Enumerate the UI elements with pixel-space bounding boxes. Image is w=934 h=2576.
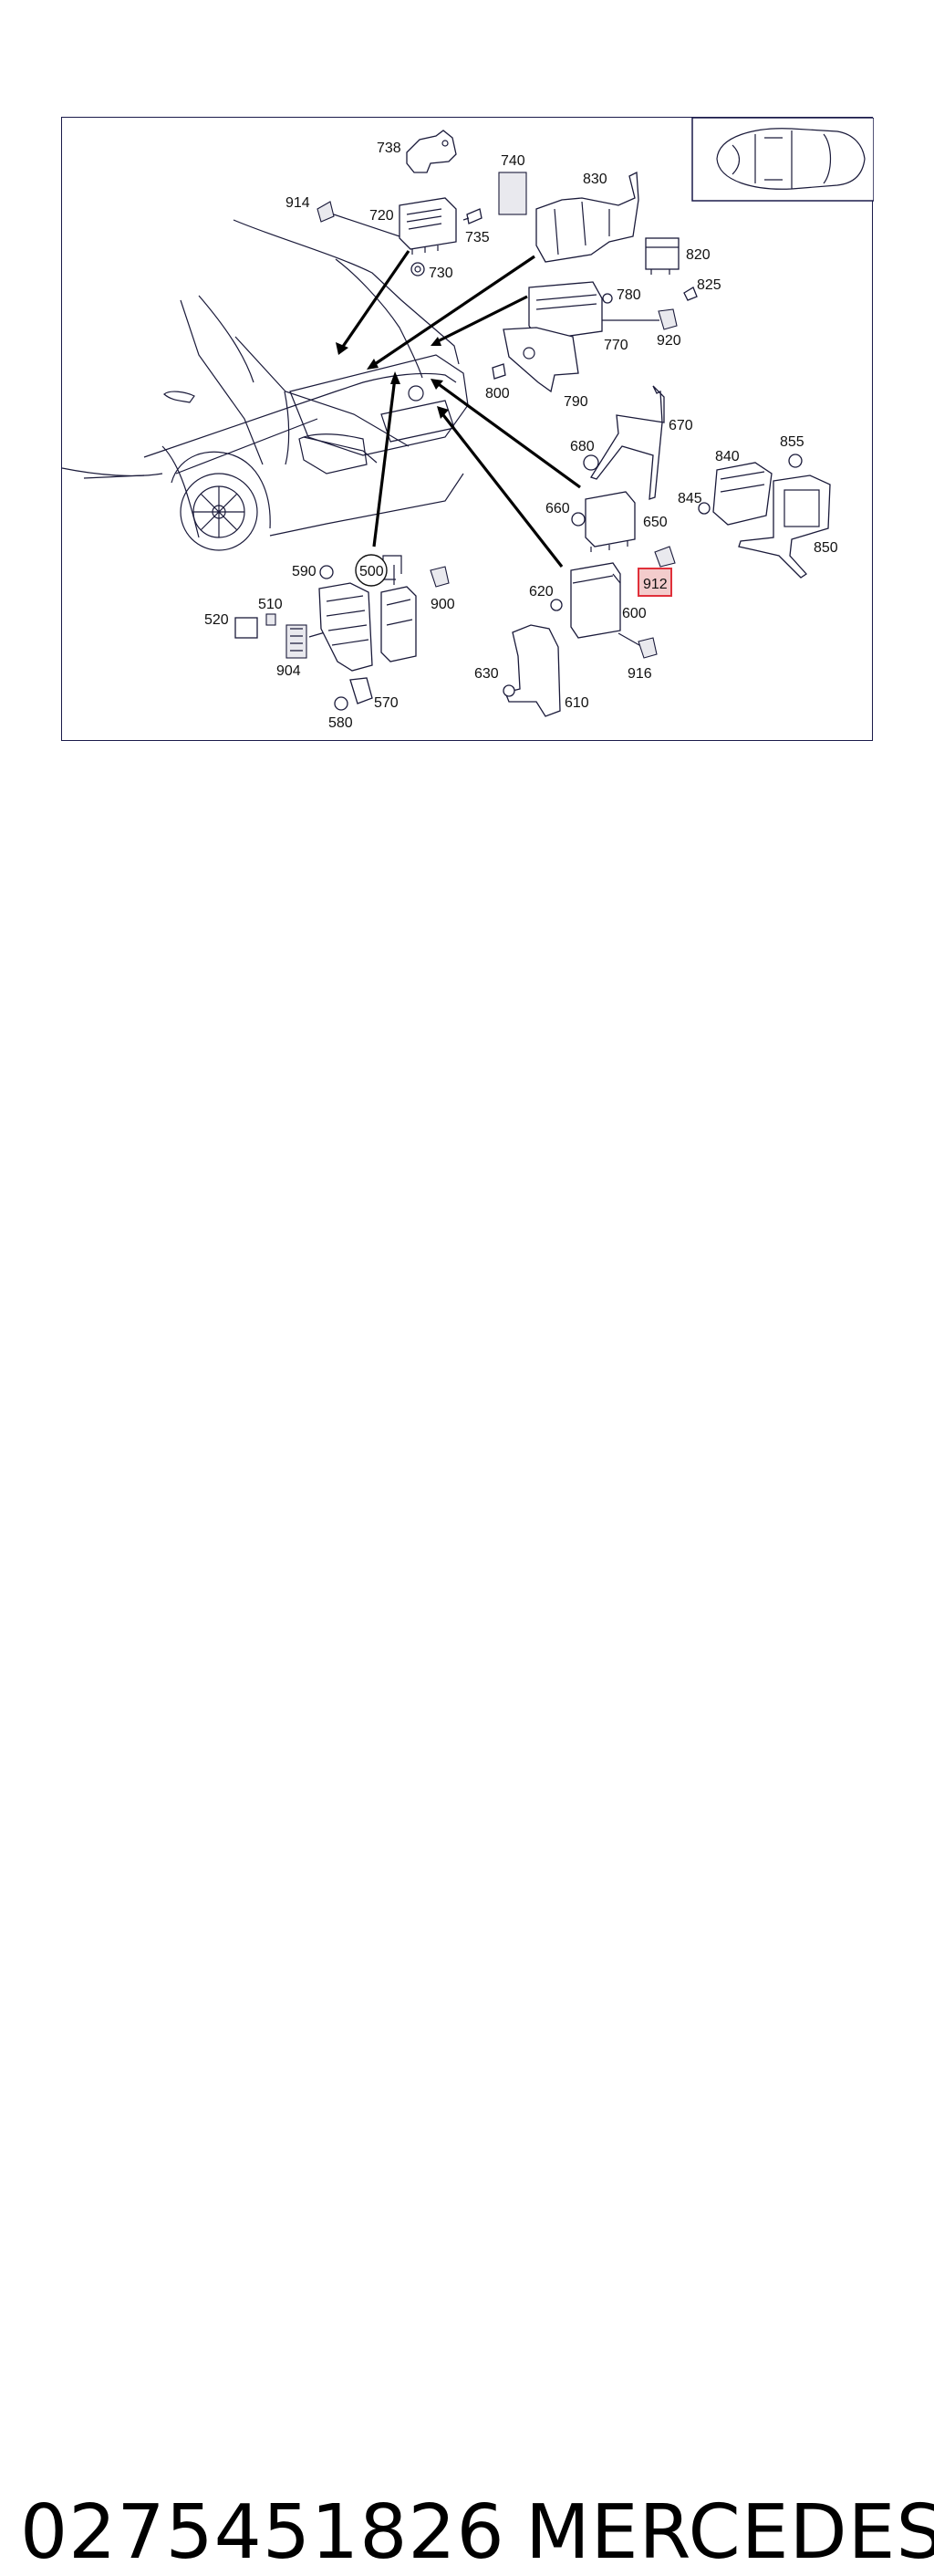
part-620-washer	[550, 599, 563, 611]
label-900: 900	[431, 597, 455, 612]
label-730: 730	[429, 266, 453, 281]
label-738: 738	[377, 141, 401, 156]
highlight-912	[638, 568, 672, 597]
part-830-bracket	[535, 171, 639, 263]
caption-bar: 0275451826 MERCEDES	[0, 1241, 934, 2576]
part-680-nut	[583, 454, 599, 471]
part-580-nut	[334, 696, 348, 711]
label-770: 770	[604, 338, 628, 353]
label-790: 790	[564, 394, 588, 410]
part-number: 0275451826	[20, 2489, 505, 2576]
parts-diagram-frame: 738 740 830 914 720 735 820 730 825 780 …	[61, 117, 874, 741]
part-850-bracket	[738, 475, 831, 579]
label-630: 630	[474, 666, 499, 682]
part-650-module	[585, 491, 636, 552]
part-610-bracket	[504, 624, 561, 717]
part-740-pad	[498, 172, 527, 215]
label-500: 500	[359, 564, 384, 579]
part-800-bolt	[492, 363, 506, 380]
label-840: 840	[715, 449, 740, 464]
label-720: 720	[369, 208, 394, 224]
callout-500	[355, 554, 388, 587]
part-600-module	[570, 562, 621, 639]
label-845: 845	[678, 491, 702, 506]
part-914-clip	[317, 201, 335, 223]
label-914: 914	[285, 195, 310, 211]
part-738-bracket	[406, 130, 457, 173]
part-820-module	[645, 237, 680, 275]
part-520-relay	[234, 617, 258, 639]
label-520: 520	[204, 612, 229, 628]
part-845-nut	[698, 502, 711, 515]
part-855-nut	[788, 454, 803, 468]
label-740: 740	[501, 153, 525, 169]
label-620: 620	[529, 584, 554, 600]
label-600: 600	[622, 606, 647, 621]
part-904-connector	[285, 624, 307, 659]
part-790-bracket	[503, 327, 579, 393]
label-920: 920	[657, 333, 681, 349]
label-590: 590	[292, 564, 317, 579]
part-912-clip	[654, 546, 676, 568]
car-overview-inset	[691, 118, 874, 202]
label-825: 825	[697, 277, 721, 293]
label-510: 510	[258, 597, 283, 612]
part-825-bolt	[683, 287, 698, 301]
label-650: 650	[643, 515, 668, 530]
part-780-washer	[602, 293, 613, 304]
label-855: 855	[780, 434, 804, 450]
part-590-nut	[319, 565, 334, 579]
label-912: 912	[643, 577, 668, 592]
label-680: 680	[570, 439, 595, 454]
part-730-nut	[410, 262, 425, 276]
label-916: 916	[628, 666, 652, 682]
label-610: 610	[565, 695, 589, 711]
part-920-clip	[658, 308, 678, 330]
part-labels: 738 740 830 914 720 735 820 730 825 780 …	[204, 141, 838, 731]
brand-name: MERCEDES	[525, 2489, 934, 2576]
part-770-module	[528, 281, 603, 341]
part-720-module	[399, 197, 457, 255]
car-rear-illustration	[62, 219, 469, 551]
label-850: 850	[814, 540, 838, 556]
part-500-fuse-box	[318, 582, 417, 672]
label-735: 735	[465, 230, 490, 245]
parts-diagram: 738 740 830 914 720 735 820 730 825 780 …	[62, 118, 874, 731]
label-830: 830	[583, 172, 607, 187]
label-570: 570	[374, 695, 399, 711]
part-670-bracket	[590, 385, 665, 500]
part-900-clip	[430, 566, 450, 588]
part-660-nut	[571, 512, 586, 527]
part-735-bolt	[462, 208, 483, 224]
assembly-arrows	[336, 250, 581, 568]
label-800: 800	[485, 386, 510, 402]
label-670: 670	[669, 418, 693, 433]
label-580: 580	[328, 715, 353, 731]
part-630-nut	[503, 684, 515, 697]
label-780: 780	[617, 287, 641, 303]
part-916-clip	[638, 637, 658, 659]
label-820: 820	[686, 247, 711, 263]
part-510-clip	[265, 613, 276, 626]
part-840-module	[712, 462, 773, 526]
part-570-bracket	[349, 677, 373, 704]
label-660: 660	[545, 501, 570, 516]
label-904: 904	[276, 663, 301, 679]
